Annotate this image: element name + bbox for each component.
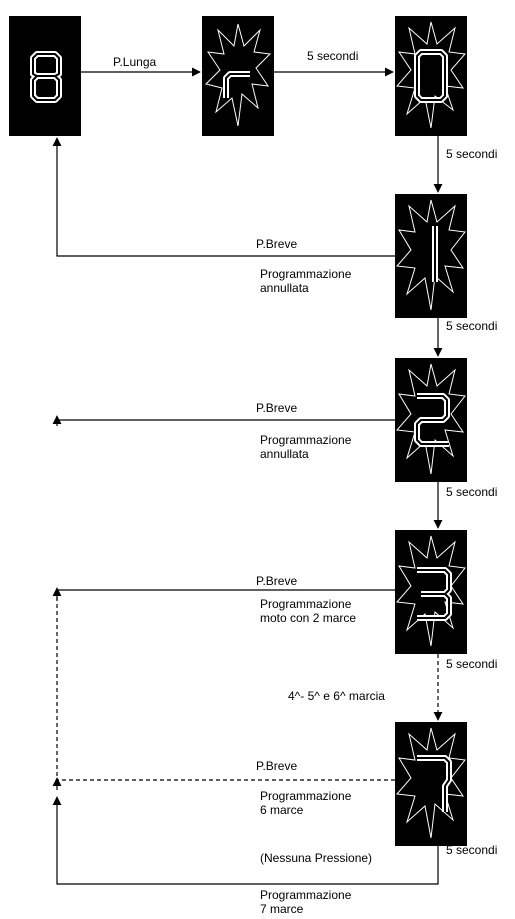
label-prog-1a: Programmazione bbox=[260, 267, 352, 281]
flash-burst bbox=[395, 199, 466, 311]
label-prog-2a: Programmazione bbox=[260, 433, 352, 447]
display-2 bbox=[395, 358, 467, 482]
label-prog-1b: annullata bbox=[260, 281, 309, 295]
label-breve-7: P.Breve bbox=[256, 759, 297, 773]
label-breve-1: P.Breve bbox=[256, 237, 297, 251]
label-prog-2b: annullata bbox=[260, 447, 309, 461]
flash-burst bbox=[395, 363, 466, 475]
display-3 bbox=[395, 530, 467, 654]
return-path-1 bbox=[52, 137, 395, 257]
label-prog-final-b: 7 marce bbox=[260, 902, 304, 916]
return-path-2 bbox=[56, 419, 395, 422]
label-sec-r-0: 5 secondi bbox=[307, 49, 358, 63]
label-breve-2: P.Breve bbox=[256, 401, 297, 415]
display-7 bbox=[395, 722, 467, 846]
display-r bbox=[202, 16, 274, 136]
digit-0-glyph bbox=[414, 49, 448, 103]
label-sec-0-1: 5 secondi bbox=[446, 147, 497, 161]
flash-burst bbox=[395, 535, 466, 647]
label-p-lunga: P.Lunga bbox=[113, 55, 156, 69]
label-prog-7b: 6 marce bbox=[260, 803, 304, 817]
flash-burst bbox=[395, 21, 466, 129]
display-0 bbox=[395, 16, 467, 136]
label-breve-3: P.Breve bbox=[256, 574, 297, 588]
digit-r-glyph bbox=[223, 71, 250, 98]
label-sec-7-back: 5 secondi bbox=[446, 843, 497, 857]
label-prog-3b: moto con 2 marce bbox=[260, 611, 356, 625]
label-nessuna: (Nessuna Pressione) bbox=[260, 851, 372, 865]
digit-2-glyph bbox=[414, 393, 450, 447]
display-1 bbox=[395, 194, 467, 318]
label-marcia: 4^- 5^ e 6^ marcia bbox=[288, 689, 385, 703]
display-8 bbox=[9, 16, 81, 136]
digit-7-glyph bbox=[417, 755, 452, 812]
label-sec-3-7: 5 secondi bbox=[446, 657, 497, 671]
label-sec-2-3: 5 secondi bbox=[446, 485, 497, 499]
label-prog-7a: Programmazione bbox=[260, 789, 352, 803]
label-sec-1-2: 5 secondi bbox=[446, 319, 497, 333]
flash-burst bbox=[395, 727, 466, 839]
label-prog-final-a: Programmazione bbox=[260, 888, 352, 902]
label-prog-3a: Programmazione bbox=[260, 597, 352, 611]
return-path-final bbox=[52, 796, 439, 885]
digit-8-glyph bbox=[30, 51, 62, 103]
flash-burst bbox=[205, 23, 272, 127]
digit-3-glyph bbox=[417, 567, 452, 621]
